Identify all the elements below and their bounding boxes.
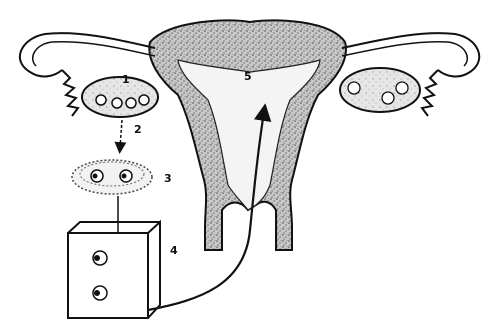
label-step-4: 4 [170, 244, 178, 257]
egg [112, 98, 122, 108]
left-ovary [82, 77, 158, 117]
label-step-3: 3 [164, 172, 172, 185]
culture-dish [72, 160, 152, 194]
label-step-1: 1 [122, 73, 130, 86]
retrieval-arrow [120, 120, 122, 148]
follicle [396, 82, 408, 94]
egg [139, 95, 149, 105]
follicle [382, 92, 394, 104]
left-fimbriae [62, 70, 78, 116]
label-step-2: 2 [134, 123, 142, 136]
right-ovary [340, 68, 420, 112]
uterus [149, 20, 346, 250]
label-step-5: 5 [244, 70, 252, 83]
right-fimbriae [422, 70, 438, 116]
egg [96, 95, 106, 105]
follicle [348, 82, 360, 94]
incubator [68, 222, 160, 318]
egg [126, 98, 136, 108]
